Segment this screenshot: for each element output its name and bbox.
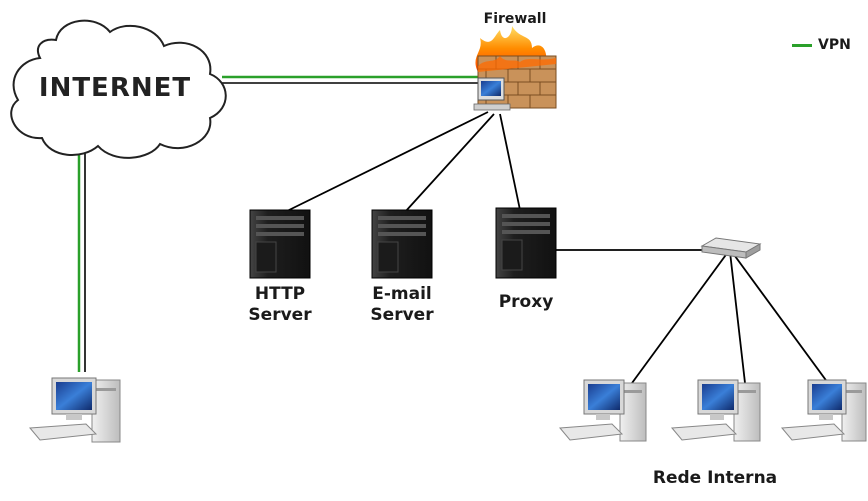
- internal-network-label: Rede Interna: [652, 468, 778, 488]
- network-switch-icon: [700, 237, 762, 259]
- internal-computer-3-icon: [780, 379, 867, 442]
- firewall-label: Firewall: [483, 11, 547, 27]
- internal-computer-1-icon: [558, 379, 647, 442]
- email-server-icon: [371, 209, 433, 279]
- firewall-server-links: [284, 111, 521, 213]
- email-server-label-line2: Server: [370, 305, 434, 325]
- vpn-legend-line: [792, 44, 812, 47]
- email-server-label-line1: E-mail: [372, 284, 432, 304]
- proxy-label: Proxy: [498, 292, 554, 312]
- remote-computer-icon: [28, 377, 121, 443]
- firewall-icon: [473, 26, 557, 111]
- internet-cloud: [10, 19, 227, 159]
- http-server-label-line1: HTTP: [254, 284, 306, 304]
- vpn-legend-label: VPN: [818, 37, 851, 53]
- internet-remote-pc-link: [77, 150, 86, 372]
- http-server-label-line2: Server: [248, 305, 312, 325]
- internet-firewall-link: [222, 75, 478, 84]
- switch-pc-links: [631, 251, 829, 384]
- internet-label: INTERNET: [38, 73, 192, 103]
- http-server-icon: [249, 209, 311, 279]
- proxy-server-icon: [495, 207, 557, 279]
- internal-computer-2-icon: [670, 379, 761, 442]
